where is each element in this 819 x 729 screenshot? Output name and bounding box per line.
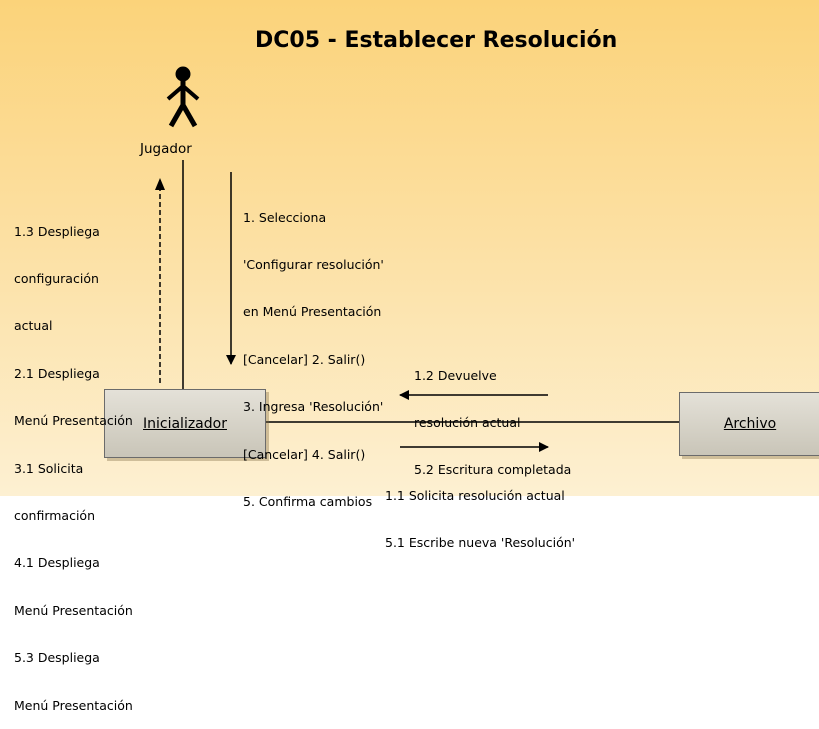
message-line: 4.1 Despliega: [14, 555, 100, 571]
messages-return: 1.2 Devuelve resolución actual 5.2 Escri…: [414, 336, 571, 494]
actor-icon: [166, 66, 200, 128]
object-inicializador-label: Inicializador: [143, 416, 227, 432]
message-line: [Cancelar] 4. Salir(): [243, 446, 366, 462]
message-line: Menú Presentación: [14, 413, 133, 429]
message-line: Menú Presentación: [14, 602, 133, 618]
message-line: 2.1 Despliega: [14, 365, 100, 381]
message-line: 5.1 Escribe nueva 'Resolución': [385, 534, 576, 550]
message-line: [Cancelar] 2. Salir(): [243, 351, 366, 367]
message-line: actual: [14, 318, 53, 334]
message-line: 5.3 Despliega: [14, 650, 100, 666]
arrow-up-head: [155, 178, 165, 190]
actor-name: Jugador: [140, 141, 192, 157]
message-line: 5.2 Escritura completada: [414, 462, 572, 478]
message-line: 'Configurar resolución': [243, 256, 384, 272]
messages-request: 1.1 Solicita resolución actual 5.1 Escri…: [385, 456, 575, 567]
object-archivo: Archivo: [679, 392, 819, 456]
message-line: 1. Selecciona: [243, 209, 327, 225]
message-line: confirmación: [14, 507, 95, 523]
object-inicializador: Inicializador: [104, 389, 266, 458]
diagram-title: DC05 - Establecer Resolución: [255, 28, 618, 53]
message-line: 3. Ingresa 'Resolución': [243, 399, 384, 415]
message-line: Menú Presentación: [14, 697, 133, 713]
message-line: 5. Confirma cambios: [243, 493, 373, 509]
message-line: 1.3 Despliega: [14, 223, 100, 239]
diagram-lines: [155, 66, 679, 452]
messages-down: 1. Selecciona 'Configurar resolución' en…: [243, 178, 384, 526]
message-line: configuración: [14, 270, 99, 286]
message-line: 3.1 Solicita: [14, 460, 84, 476]
message-line: 1.1 Solicita resolución actual: [385, 487, 565, 503]
message-line: en Menú Presentación: [243, 304, 382, 320]
message-line: resolución actual: [414, 414, 521, 430]
messages-up: 1.3 Despliega configuración actual 2.1 D…: [14, 192, 133, 729]
object-archivo-label: Archivo: [723, 416, 777, 432]
message-line: 1.2 Devuelve: [414, 367, 497, 383]
